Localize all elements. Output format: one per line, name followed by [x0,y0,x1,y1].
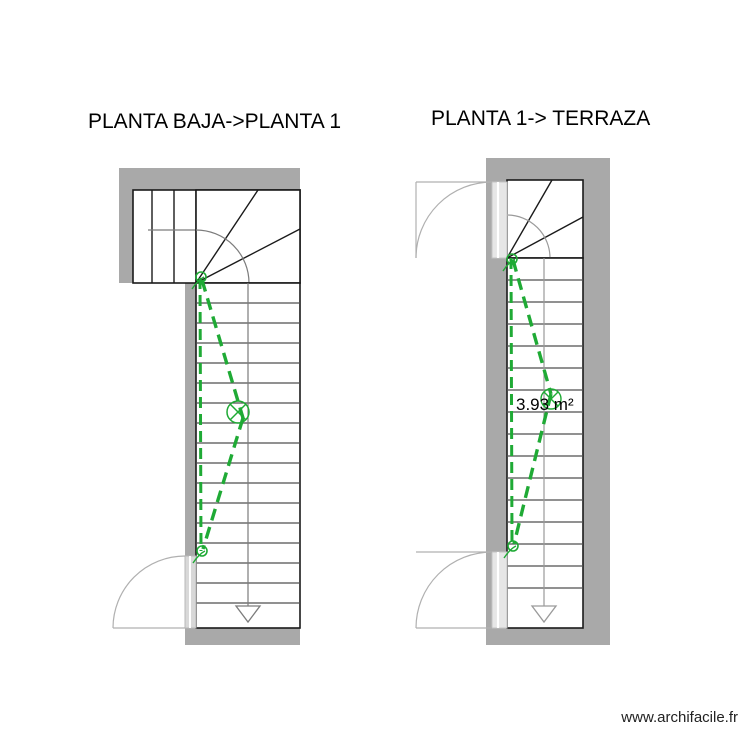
door-bottom-left [112,555,197,629]
winder-riser [195,228,301,284]
winder-riser [506,179,553,259]
measure-line [198,277,203,552]
measure-path-left [191,271,250,564]
plan-title-right: PLANTA 1-> TERRAZA [431,107,651,130]
plan-left [112,168,301,645]
door-top-left [415,181,508,259]
direction-arrow-icon [234,605,262,624]
plan-right: 3.93 m² [415,158,610,645]
measure-node-icon[interactable] [196,545,208,557]
flight-outline [506,257,584,629]
watermark-archifacile: www.archifacile.fr [621,709,738,726]
measure-node-tail [192,550,206,564]
direction-arrow-icon [530,605,558,624]
winder-right [506,179,584,259]
measure-node-tail [502,258,516,272]
measure-node-icon[interactable] [506,253,518,265]
door-leaf [491,181,508,259]
measure-path-right [502,253,562,559]
door-leaf [491,551,508,629]
plan-title-left: PLANTA BAJA->PLANTA 1 [88,110,342,133]
door-swing-arc [112,555,186,629]
measure-line [509,257,514,547]
door-swing-arc [415,181,493,259]
level-marker-circle-x[interactable] [226,400,250,424]
walking-line-arc [506,214,551,259]
measure-node-icon[interactable] [507,540,519,552]
walking-line-arc [195,229,250,284]
measure-line [200,279,245,419]
area-label: 3.93 m² [516,395,574,414]
measure-node-icon[interactable] [195,271,207,283]
measure-line [201,417,245,550]
winder-riser [195,189,259,284]
straight-flight-right [506,257,584,629]
measure-node-tail [191,276,205,290]
measure-line [511,259,553,395]
door-swing-arc [415,551,493,629]
door-bottom-left-right-plan [415,551,508,629]
level-marker-circle-x[interactable] [540,388,562,410]
winder-left [195,189,301,284]
measure-node-tail [503,545,517,559]
measure-line [512,393,553,545]
straight-flight-left [195,282,301,629]
